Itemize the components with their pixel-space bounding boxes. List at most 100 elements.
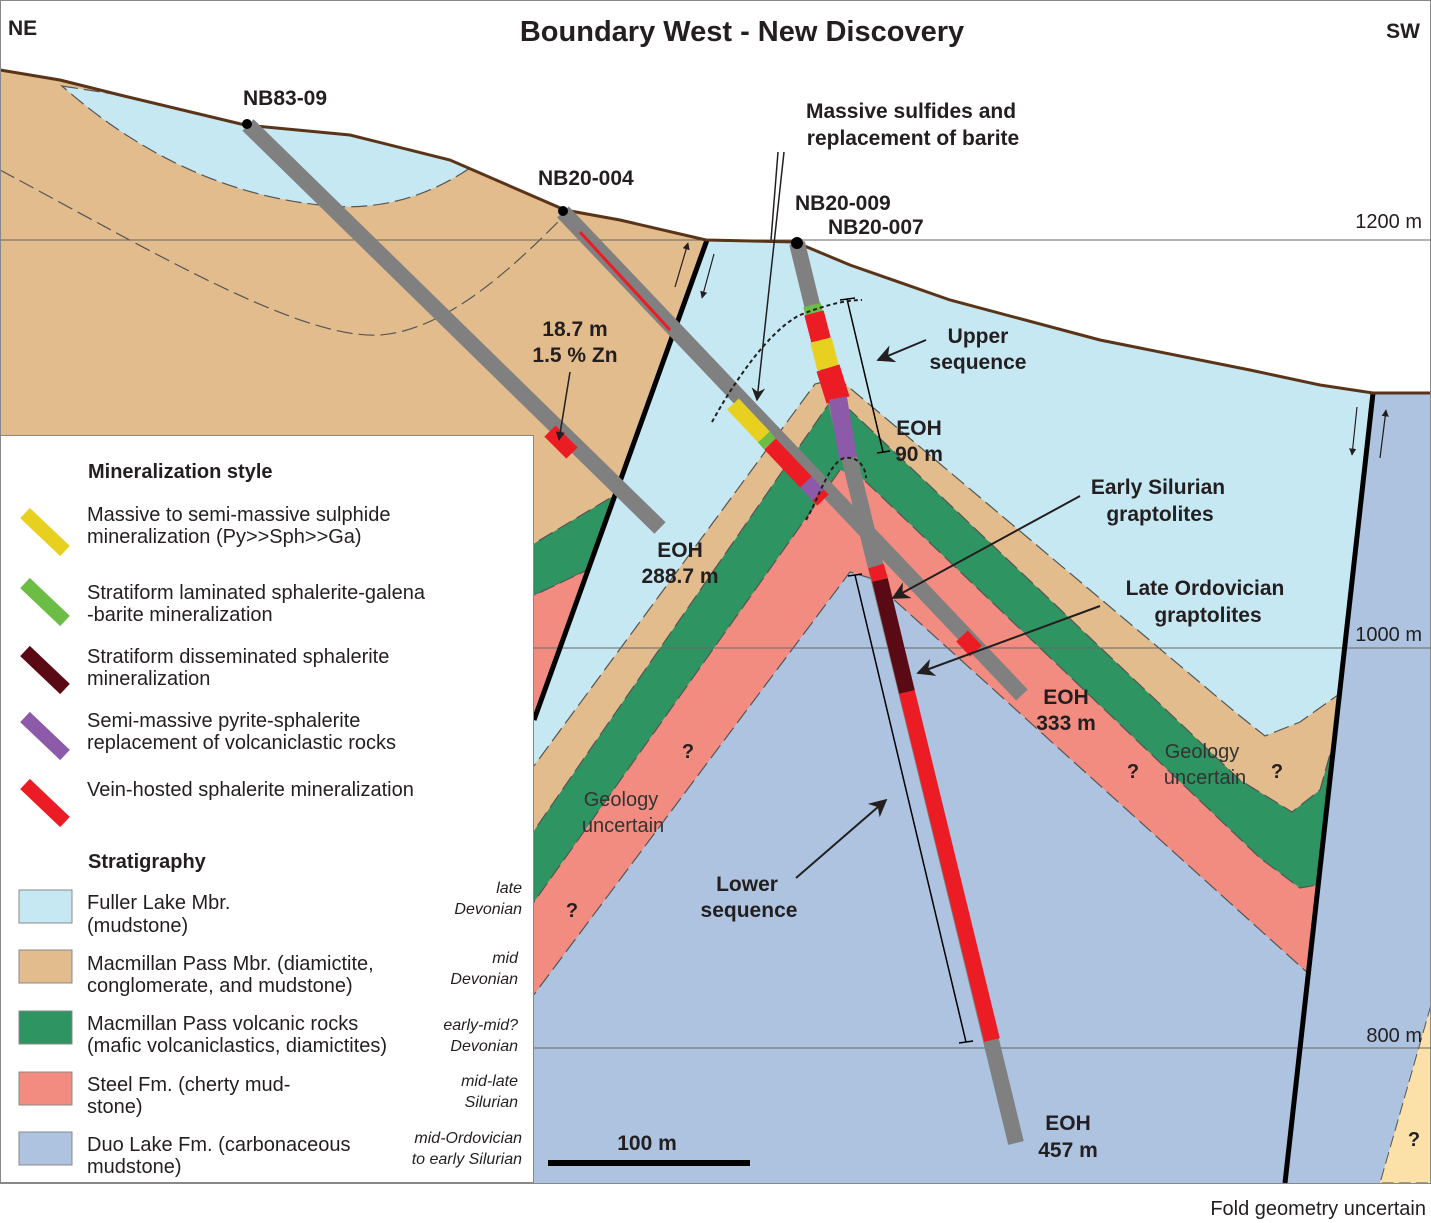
semi-massive-swatch (20, 711, 70, 761)
dotted-contact (805, 456, 867, 521)
legend-item-label: -barite mineralization (87, 604, 273, 626)
fault-up-arrow-icon (1379, 409, 1389, 459)
collar (791, 237, 803, 249)
central-fault-block (533, 240, 1373, 1183)
legend-item-label: Steel Fm. (cherty mud- (87, 1074, 290, 1096)
legend: Mineralization style Massive to semi-mas… (0, 435, 534, 1183)
massive-sulphide-interval (810, 337, 839, 371)
upper-sequence-label: Upper (948, 325, 1009, 348)
legend-item-label: mineralization (87, 668, 210, 690)
topography-line (0, 68, 1431, 395)
semi-massive-interval (829, 396, 857, 460)
legend-item-label: Semi-massive pyrite-sphalerite (87, 710, 360, 732)
semi-massive-interval (800, 476, 824, 501)
eoh-bracket-90 (839, 297, 891, 454)
eoh-depth: 90 m (895, 443, 943, 466)
stratiform-laminated-swatch (20, 577, 70, 627)
drillhole-nb20-007 (789, 237, 1024, 1145)
collar (558, 206, 568, 216)
volcanic-swatch (18, 1010, 73, 1045)
upper-sequence-label: sequence (930, 351, 1027, 374)
early-silurian-arrow-icon (891, 495, 1081, 599)
elevation-800: 800 m (1366, 1025, 1422, 1047)
legend-age: mid-Ordovician (414, 1130, 522, 1147)
legend-item-label: Stratiform disseminated sphalerite (87, 646, 389, 668)
geology-uncertain-label: Geology (1165, 741, 1240, 763)
legend-item-label: conglomerate, and mudstone) (87, 975, 353, 997)
question-mark: ? (682, 741, 694, 763)
late-ordovician-label: Late Ordovician (1126, 577, 1285, 600)
geology-uncertain-label: Geology (584, 789, 659, 811)
massive-sulphide-swatch (20, 507, 70, 557)
legend-item-label: Massive to semi-massive sulphide (87, 504, 390, 526)
diagram-title: Boundary West - New Discovery (520, 16, 964, 48)
legend-item-label: (mudstone) (87, 915, 188, 937)
vein-interval (544, 425, 578, 459)
macmillan-pass-swatch (18, 949, 73, 984)
legend-age: mid (492, 950, 519, 967)
fuller-lake-swatch (18, 889, 73, 924)
legend-heading-mineralization: Mineralization style (88, 461, 273, 483)
direction-sw: SW (1386, 20, 1420, 43)
eoh-depth: 333 m (1036, 712, 1096, 735)
fault-down-arrow-icon (700, 253, 715, 299)
drillhole-label-nb20-009: NB20-009 (795, 192, 891, 215)
lower-sequence-label: Lower (716, 873, 778, 896)
geology-uncertain-label: uncertain (582, 815, 664, 837)
legend-age: mid-late (461, 1073, 518, 1090)
question-mark: ? (1271, 761, 1283, 783)
massive-sulfides-leader (770, 151, 779, 241)
legend-item-label: Stratiform laminated sphalerite-galena (87, 582, 426, 604)
legend-item-label: Duo Lake Fm. (carbonaceous (87, 1134, 350, 1156)
eoh-label: EOH (657, 539, 703, 562)
legend-age: Silurian (465, 1094, 518, 1111)
vein-interval (764, 438, 812, 488)
duo-lake-swatch (18, 1131, 73, 1166)
vein-interval (899, 690, 1000, 1042)
lower-sequence-arrow-icon (795, 798, 888, 879)
legend-item-label: mudstone) (87, 1156, 182, 1178)
drillhole-label-nb20-007: NB20-007 (828, 216, 924, 239)
massive-sulphide-interval (727, 398, 770, 443)
steel-swatch (18, 1071, 73, 1106)
eoh-bracket-457 (847, 573, 974, 1044)
question-mark: ? (566, 900, 578, 922)
massive-sulfides-arrow-icon (751, 151, 785, 402)
direction-ne: NE (8, 17, 37, 40)
laminated-interval (803, 302, 823, 316)
scale-bar-label: 100 m (617, 1132, 677, 1155)
legend-item-label: Vein-hosted sphalerite mineralization (87, 779, 414, 801)
eoh-depth: 457 m (1038, 1139, 1098, 1162)
laminated-interval (757, 431, 777, 450)
vein-interval (956, 630, 982, 657)
legend-item-label: replacement of volcaniclastic rocks (87, 732, 396, 754)
drillhole-nb20-004 (557, 206, 1028, 701)
late-ordovician-label: graptolites (1154, 604, 1261, 627)
eoh-label: EOH (896, 417, 942, 440)
vein-interval (804, 310, 831, 343)
legend-item-label: Fuller Lake Mbr. (87, 892, 230, 914)
drillhole-label-nb83-09: NB83-09 (243, 87, 327, 110)
late-ordovician-arrow-icon (916, 605, 1101, 676)
eoh-depth: 288.7 m (641, 565, 718, 588)
massive-sulfides-label: replacement of barite (807, 127, 1019, 150)
question-mark: ? (1408, 1129, 1420, 1151)
legend-item-label: Macmillan Pass volcanic rocks (87, 1013, 358, 1035)
fault-up-arrow-icon (674, 242, 690, 288)
disseminated-interval (872, 578, 915, 694)
question-mark: ? (1127, 761, 1139, 783)
fault-down-arrow-icon (1349, 406, 1358, 456)
legend-age: to early Silurian (412, 1151, 522, 1168)
legend-item-label: mineralization (Py>>Sph>>Ga) (87, 526, 362, 548)
drillhole-label-nb20-004: NB20-004 (538, 167, 634, 190)
intercept-grade: 1.5 % Zn (532, 344, 617, 367)
upper-sequence-arrow-icon (876, 339, 927, 363)
eoh-label: EOH (1043, 686, 1089, 709)
legend-age: Devonian (454, 901, 522, 918)
early-silurian-label: Early Silurian (1091, 476, 1225, 499)
eoh-label: EOH (1045, 1112, 1091, 1135)
legend-age: early-mid? (443, 1017, 518, 1034)
legend-item-label: stone) (87, 1096, 143, 1118)
legend-heading-stratigraphy: Stratigraphy (88, 851, 207, 873)
